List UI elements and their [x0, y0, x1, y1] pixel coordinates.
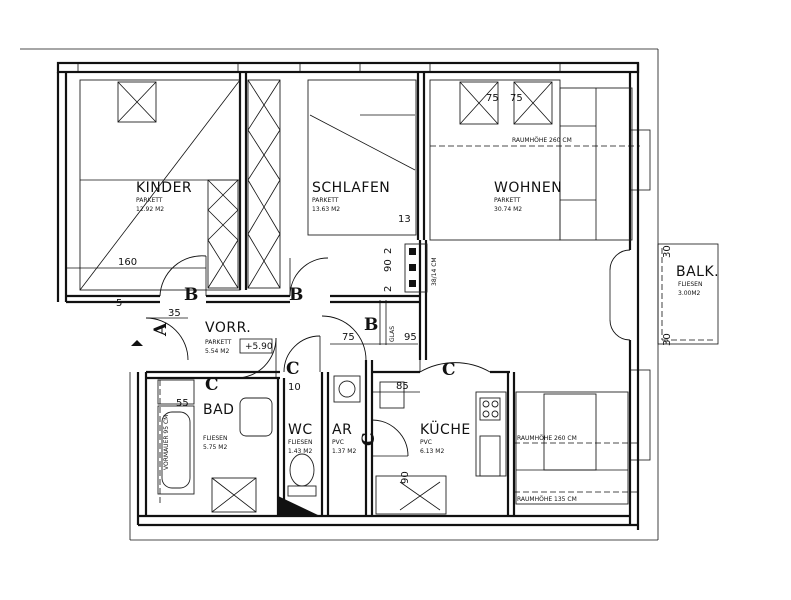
note-raumhoehe-wohnen: RAUMHÖHE 260 CM	[512, 137, 572, 144]
level-mark-text: +5.90	[245, 342, 273, 352]
dim-13: 13	[398, 214, 411, 225]
dim-160: 160	[118, 257, 137, 268]
note-schacht: 38/14 CM	[431, 257, 438, 286]
room-area-wc: 1.43 M2	[288, 448, 312, 455]
room-name-wc: WC	[288, 422, 313, 438]
room-floor-kueche: PVC	[420, 439, 432, 446]
room-floor-balkon: FLIESEN	[678, 281, 702, 288]
dim-75-c: 75	[510, 93, 523, 104]
room-name-bad: BAD	[203, 402, 234, 418]
dim-35: 35	[168, 308, 181, 319]
note-glas: GLAS	[389, 326, 396, 342]
door-label-b-schlafen: B	[289, 285, 303, 305]
room-area-wohnen: 30.74 M2	[494, 206, 522, 213]
room-name-vorraum: VORR.	[205, 320, 251, 336]
door-label-c-wc: C	[286, 359, 300, 379]
dim-85: 85	[396, 381, 409, 392]
room-floor-wc: FLIESEN	[288, 439, 312, 446]
room-area-kinder: 12.92 M2	[136, 206, 164, 213]
dimensions: 160 35 5 75 95 85 75 75 13 2 90 2 10 90 …	[66, 93, 673, 484]
door-label-c-kueche: C	[442, 360, 456, 380]
dim-95: 95	[404, 332, 417, 343]
door-label-b-glas: B	[364, 315, 378, 335]
door-label-a: A	[151, 322, 171, 337]
ceiling-height-lines	[159, 145, 640, 505]
windows	[77, 62, 651, 461]
room-area-bad: 5.75 M2	[203, 444, 227, 451]
room-area-schlafen: 13.63 M2	[312, 206, 340, 213]
note-vormauer: VORMAUER 95 CM	[163, 415, 170, 470]
room-floor-kinder: PARKETT	[136, 197, 163, 204]
room-name-ar: AR	[332, 422, 352, 438]
dim-75-b: 75	[486, 93, 499, 104]
dim-30-a: 30	[662, 245, 673, 258]
dim-2-b: 2	[383, 286, 394, 292]
furniture	[79, 79, 633, 516]
room-name-kueche: KÜCHE	[420, 420, 471, 438]
room-area-balkon: 3.00M2	[678, 290, 701, 297]
dim-75-a: 75	[342, 332, 355, 343]
room-area-vorraum: 5.54 M2	[205, 348, 229, 355]
room-floor-schlafen: PARKETT	[312, 197, 339, 204]
door-type-labels: A B B B C C C C	[151, 285, 456, 446]
room-name-wohnen: WOHNEN	[494, 180, 562, 196]
balcony	[657, 243, 719, 345]
door-label-b-kinder: B	[184, 285, 198, 305]
dim-90-a: 90	[383, 259, 394, 272]
room-floor-ar: PVC	[332, 439, 344, 446]
note-raumhoehe-135: RAUMHÖHE 135 CM	[517, 496, 577, 503]
room-name-balkon: BALK.	[676, 264, 719, 280]
room-labels: KINDER PARKETT 12.92 M2 SCHLAFEN PARKETT…	[136, 180, 719, 455]
room-floor-vorraum: PARKETT	[205, 339, 232, 346]
dim-5: 5	[116, 298, 122, 309]
room-area-kueche: 6.13 M2	[420, 448, 444, 455]
room-floor-wohnen: PARKETT	[494, 197, 521, 204]
door-label-c-bad: C	[205, 375, 219, 395]
dim-2-a: 2	[383, 248, 394, 254]
room-name-schlafen: SCHLAFEN	[312, 180, 390, 196]
dim-10: 10	[288, 382, 301, 393]
room-floor-bad: FLIESEN	[203, 435, 227, 442]
notes: RAUMHÖHE 260 CM RAUMHÖHE 260 CM RAUMHÖHE…	[163, 137, 577, 503]
outer-walls	[20, 48, 659, 541]
door-label-c-ar: C	[359, 432, 379, 446]
door-swings	[131, 249, 631, 457]
note-raumhoehe-kueche: RAUMHÖHE 260 CM	[517, 435, 577, 442]
dim-90-b: 90	[400, 471, 411, 484]
level-marker: +5.90	[239, 338, 273, 354]
dim-55: 55	[176, 398, 189, 409]
dim-30-b: 30	[662, 333, 673, 346]
room-name-kinder: KINDER	[136, 180, 192, 196]
room-area-ar: 1.37 M2	[332, 448, 356, 455]
